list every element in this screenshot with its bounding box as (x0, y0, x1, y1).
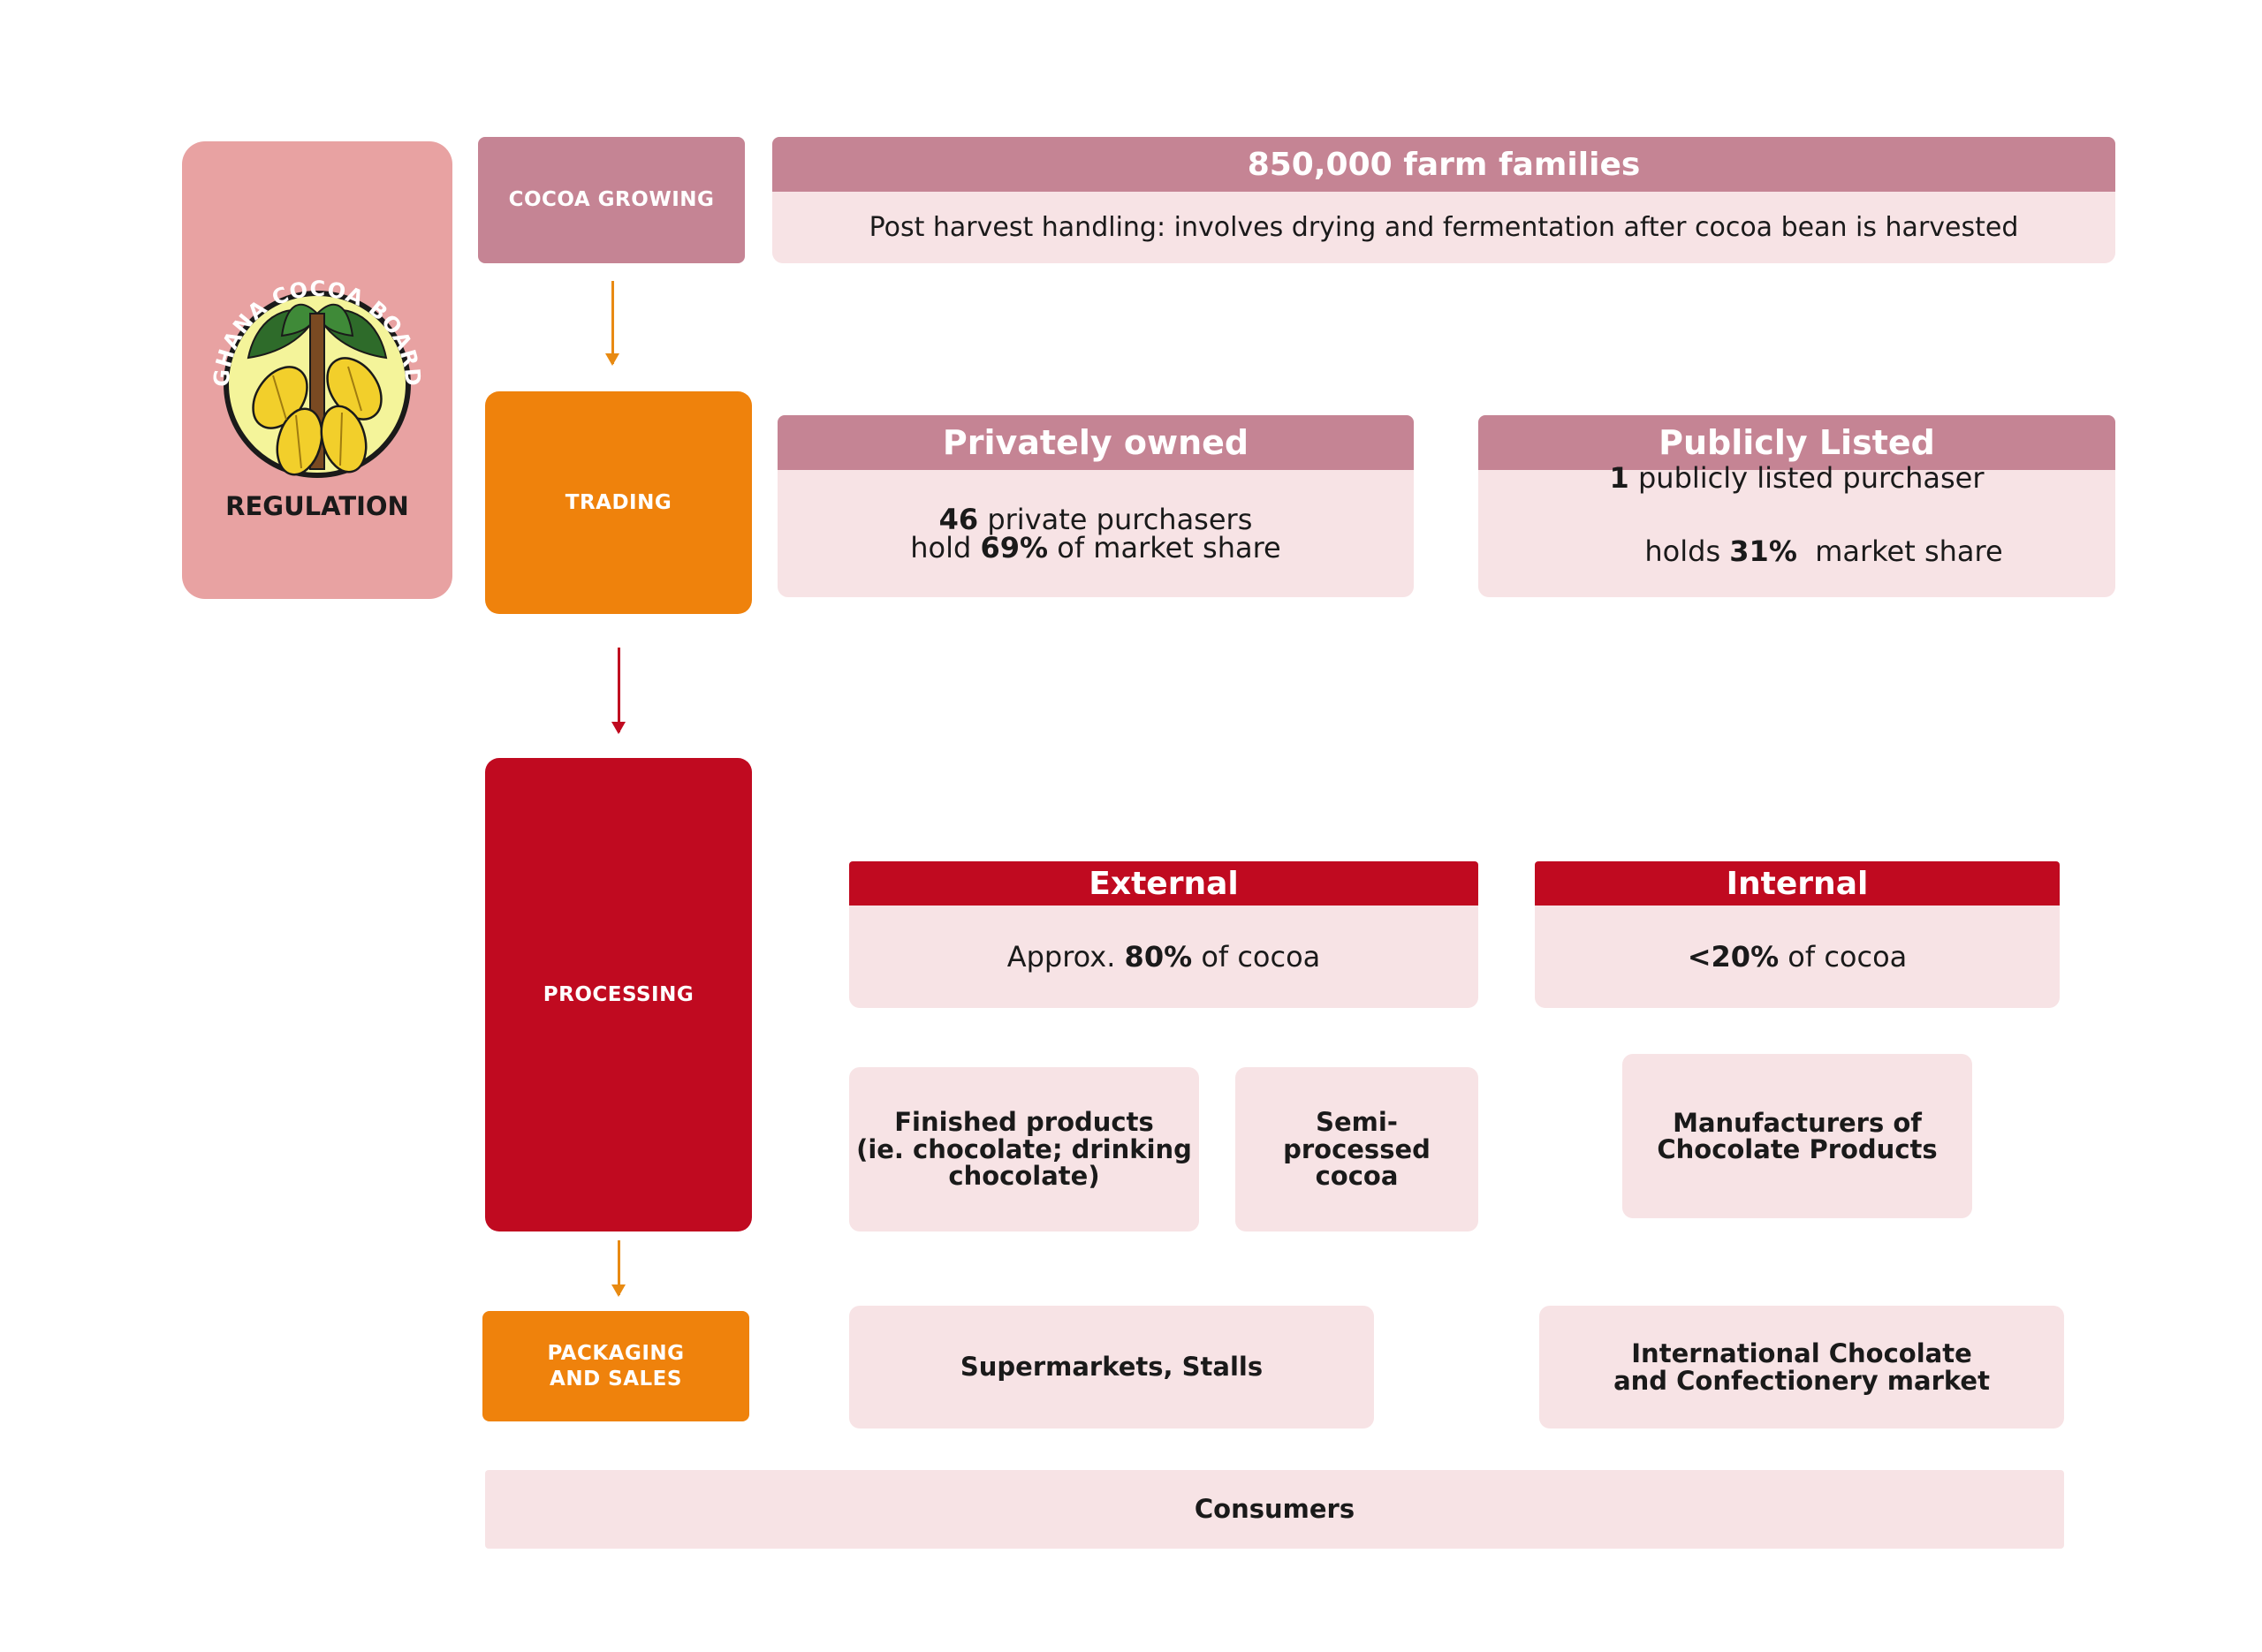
finished-products-card: Finished products (ie. chocolate; drinki… (849, 1067, 1199, 1231)
internal-value: <20% (1687, 940, 1780, 974)
finished-products-line-1: Finished products (894, 1107, 1154, 1138)
stage-cocoa-growing: COCOA GROWING (478, 137, 745, 263)
publicly-listed-card: Publicly Listed 1 publicly listed purcha… (1478, 415, 2115, 597)
finished-products-line-2: (ie. chocolate; drinking (856, 1133, 1192, 1164)
growing-info-card: 850,000 farm families Post harvest handl… (772, 137, 2115, 263)
private-share-value: 69% (980, 531, 1049, 565)
manufacturers-line-1: Manufacturers of (1673, 1107, 1922, 1138)
packaging-line-1: PACKAGING (547, 1341, 685, 1365)
international-market-card: International Chocolate and Confectioner… (1539, 1306, 2064, 1428)
privately-owned-header: Privately owned (778, 415, 1414, 470)
manufacturers-card: Manufacturers of Chocolate Products (1622, 1054, 1972, 1218)
external-pre: Approx. (1006, 940, 1125, 974)
international-line-1: International Chocolate (1631, 1338, 1972, 1369)
external-post: of cocoa (1192, 940, 1321, 974)
public-share-text: 1 publicly listed purchaser holds 31% ma… (1478, 461, 2115, 597)
private-line-2-pre: hold (910, 531, 981, 565)
public-line-2-pre: holds (1644, 534, 1730, 568)
supermarkets-text: Supermarkets, Stalls (960, 1352, 1264, 1383)
public-count: 1 (1609, 460, 1629, 495)
arrow-processing-to-packaging (611, 1240, 626, 1297)
arrow-growing-to-trading (605, 281, 619, 366)
supermarkets-card: Supermarkets, Stalls (849, 1306, 1374, 1428)
public-line-1-rest: publicly listed purchaser (1628, 460, 1985, 495)
regulation-label: REGULATION (225, 491, 409, 521)
private-line-1-rest: private purchasers (978, 503, 1253, 536)
public-share-value: 31% (1729, 534, 1797, 568)
stage-packaging-and-sales: PACKAGING AND SALES (482, 1311, 749, 1421)
external-share-text: Approx. 80% of cocoa (849, 906, 1478, 1008)
internal-post: of cocoa (1779, 940, 1908, 974)
manufacturers-line-2: Chocolate Products (1657, 1134, 1938, 1164)
external-value: 80% (1124, 940, 1193, 974)
private-line-2: hold 69% of market share (910, 534, 1280, 562)
finished-products-line-3: chocolate) (948, 1161, 1100, 1192)
ghana-cocoa-board-logo: GHANA COCOA BOARD (209, 277, 424, 478)
public-line-2: holds 31% market share (1590, 496, 2002, 607)
external-card: External Approx. 80% of cocoa (849, 861, 1478, 1008)
private-line-1: 46 private purchasers (939, 505, 1253, 534)
private-share-text: 46 private purchasers hold 69% of market… (778, 470, 1414, 597)
semi-processed-line-3: cocoa (1315, 1161, 1399, 1192)
internal-share-text: <20% of cocoa (1535, 906, 2060, 1008)
internal-card: Internal <20% of cocoa (1535, 861, 2060, 1008)
stage-trading: TRADING (485, 391, 752, 614)
internal-header: Internal (1535, 861, 2060, 906)
farm-families-header: 850,000 farm families (772, 137, 2115, 192)
private-count: 46 (938, 503, 979, 536)
post-harvest-text: Post harvest handling: involves drying a… (869, 212, 2019, 243)
public-line-2-post: market share (1796, 534, 2003, 568)
consumers-text: Consumers (1194, 1494, 1355, 1525)
arrow-trading-to-processing (611, 648, 626, 734)
semi-processed-line-1: Semi- (1316, 1107, 1398, 1138)
international-line-2: and Confectionery market (1613, 1365, 1990, 1396)
publicly-listed-header: Publicly Listed (1478, 415, 2115, 470)
external-header: External (849, 861, 1478, 906)
packaging-line-2: AND SALES (550, 1367, 682, 1391)
semi-processed-card: Semi- processed cocoa (1235, 1067, 1478, 1231)
semi-processed-line-2: processed (1283, 1133, 1431, 1164)
public-line-1: 1 publicly listed purchaser (1610, 460, 1985, 497)
consumers-bar: Consumers (485, 1470, 2064, 1549)
stage-processing: PROCESSING (485, 758, 752, 1231)
regulation-panel: GHANA COCOA BOARD REGULATION (182, 141, 452, 599)
private-line-2-post: of market share (1048, 531, 1281, 565)
privately-owned-card: Privately owned 46 private purchasers ho… (778, 415, 1414, 597)
